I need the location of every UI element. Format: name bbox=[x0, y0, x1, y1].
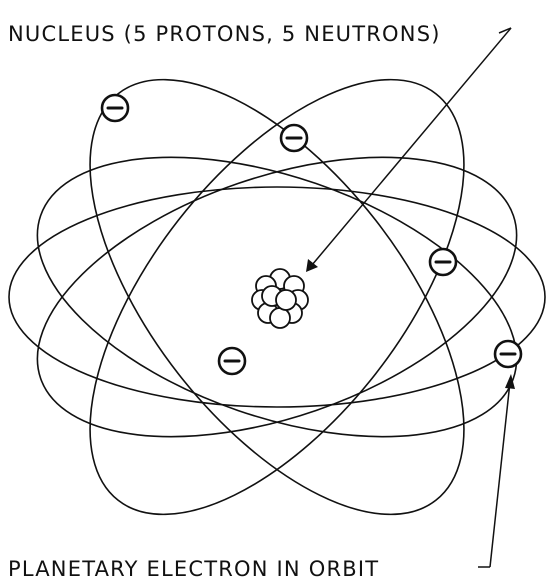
electron-icon bbox=[495, 341, 521, 367]
electron-icon bbox=[219, 348, 245, 374]
nucleus-pointer bbox=[306, 28, 511, 272]
electron-icon bbox=[281, 125, 307, 151]
electron-pointer-line bbox=[490, 382, 510, 567]
electron-icon bbox=[430, 249, 456, 275]
nucleus-label: NUCLEUS (5 PROTONS, 5 NEUTRONS) bbox=[8, 22, 441, 46]
nucleon bbox=[276, 290, 296, 310]
nucleon bbox=[270, 308, 290, 328]
electron-icon bbox=[102, 95, 128, 121]
nucleus bbox=[252, 269, 308, 328]
nucleus-pointer-line bbox=[312, 28, 511, 265]
electron-label: PLANETARY ELECTRON IN ORBIT bbox=[8, 557, 379, 581]
